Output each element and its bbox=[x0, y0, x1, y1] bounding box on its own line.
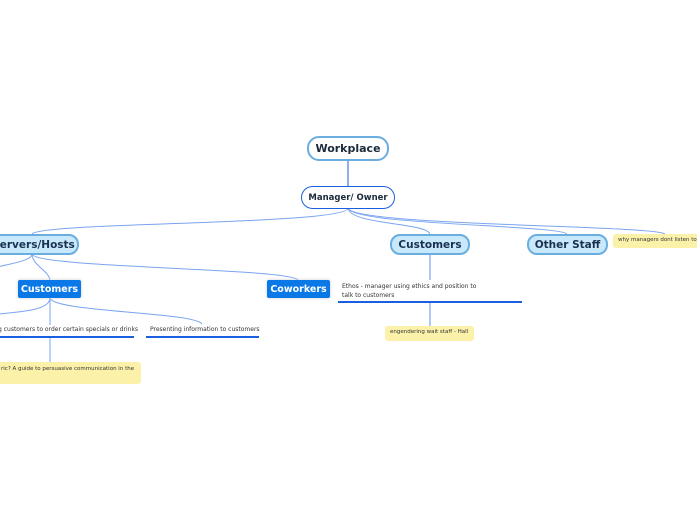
root-node-workplace[interactable]: Workplace bbox=[307, 136, 389, 161]
node-coworkers[interactable]: Coworkers bbox=[267, 280, 330, 298]
topic-ordering-specials[interactable]: g customers to order certain specials or… bbox=[0, 325, 138, 338]
note-persuasive-communication[interactable]: ric? A guide to persuasive communication… bbox=[0, 362, 141, 384]
node-manager-owner[interactable]: Manager/ Owner bbox=[301, 186, 395, 209]
note-why-managers[interactable]: why managers dont listen to bbox=[613, 234, 697, 248]
node-customers[interactable]: Customers bbox=[390, 234, 470, 255]
note-engendering-wait-staff[interactable]: engendering wait staff - Hall bbox=[385, 326, 474, 341]
topic-ethos[interactable]: Ethos - manager using ethics and positio… bbox=[338, 282, 522, 303]
node-servers-customers[interactable]: Customers bbox=[18, 280, 81, 298]
node-servers-hosts[interactable]: Servers/Hosts bbox=[0, 234, 79, 255]
topic-presenting-information[interactable]: Presenting information to customers bbox=[146, 325, 260, 338]
node-other-staff[interactable]: Other Staff bbox=[527, 234, 608, 255]
